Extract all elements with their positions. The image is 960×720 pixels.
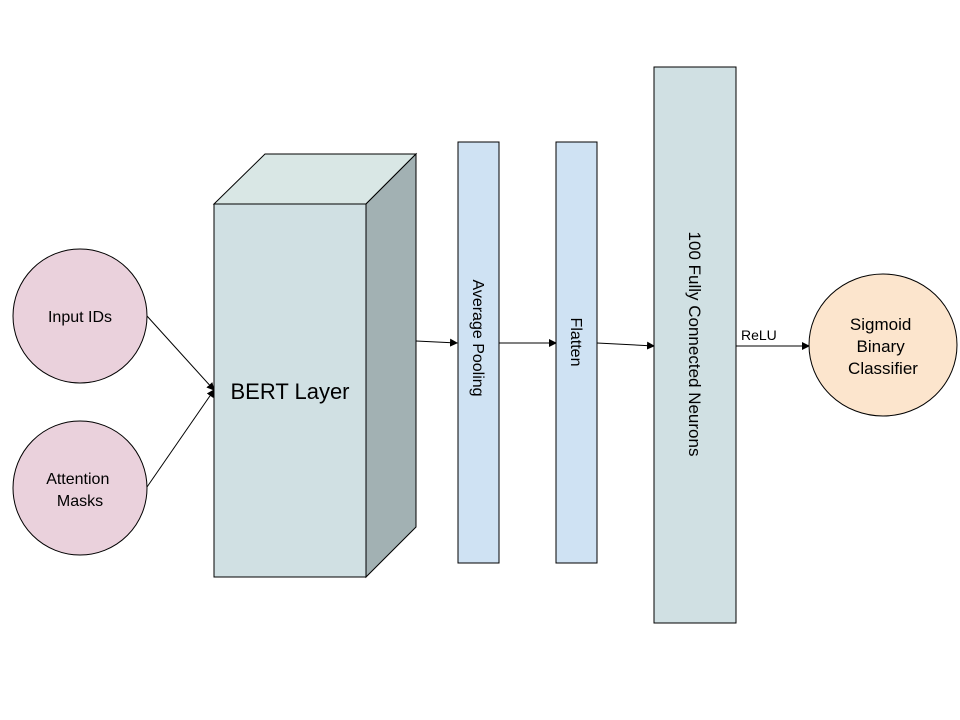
input-ids-shape [12, 248, 148, 384]
node-sigmoid-classifier: Sigmoid Binary Classifier [808, 273, 958, 417]
edge-attention-masks-to-bert [146, 389, 215, 488]
node-average-pooling: Average Pooling [457, 141, 500, 564]
bert-layer-front-face [213, 203, 367, 578]
fully-connected-shape [653, 66, 737, 624]
input-ids-label: Input IDs [48, 309, 112, 326]
edge-input-ids-to-bert [146, 315, 215, 391]
average-pooling-label: Average Pooling [469, 279, 486, 396]
edge-flatten-to-fully-connected [596, 341, 655, 350]
node-fully-connected: 100 Fully Connected Neurons [653, 66, 737, 624]
bert-layer-side-face [365, 152, 417, 579]
attention-masks-label: Attention Masks [46, 471, 114, 510]
average-pooling-shape [457, 141, 500, 564]
node-attention-masks: Attention Masks [12, 420, 148, 556]
flatten-label: Flatten [567, 318, 584, 367]
sigmoid-classifier-shape [808, 273, 958, 417]
edge-label-relu: ReLU [741, 327, 777, 343]
node-flatten: Flatten [555, 141, 598, 564]
edge-bert-to-average-pooling [415, 338, 458, 347]
attention-masks-shape [12, 420, 148, 556]
fully-connected-label: 100 Fully Connected Neurons [685, 232, 704, 457]
sigmoid-classifier-label: Sigmoid Binary Classifier [848, 315, 918, 378]
flatten-shape [555, 141, 598, 564]
node-input-ids: Input IDs [12, 248, 148, 384]
bert-layer-label: BERT Layer [230, 379, 349, 404]
node-bert-layer: BERT Layer [212, 152, 418, 579]
